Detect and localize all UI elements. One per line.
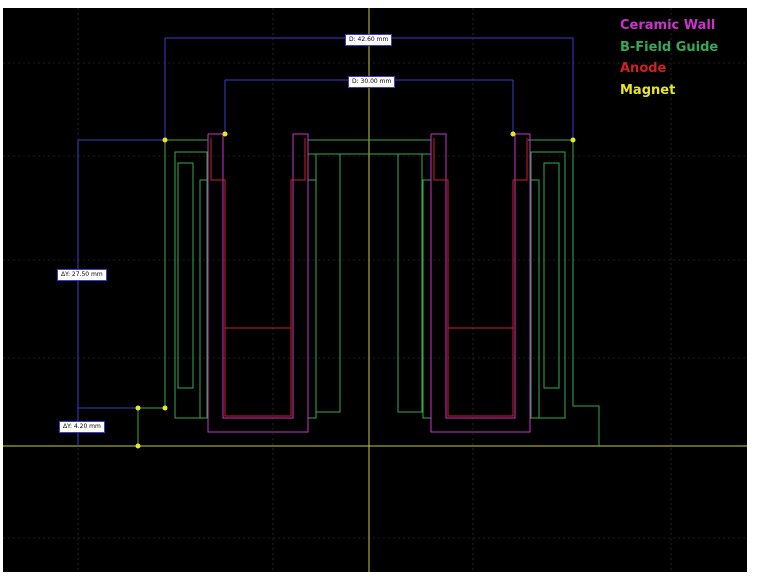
legend-magnet: Magnet xyxy=(620,83,676,98)
outer-diameter-label: D: 42.60 mm xyxy=(345,34,393,46)
inner-diameter-label: D: 30.00 mm xyxy=(348,76,396,88)
dimension-lines xyxy=(77,37,574,446)
base-offset-label: ΔY: 4.20 mm xyxy=(59,421,105,433)
legend-anode: Anode xyxy=(620,61,667,76)
magnet-vertices xyxy=(135,131,576,449)
cad-viewport[interactable]: D: 42.60 mm D: 30.00 mm ΔY: 27.50 mm ΔY:… xyxy=(3,8,747,572)
legend-ceramic-wall: Ceramic Wall xyxy=(620,18,716,33)
grid xyxy=(3,8,747,572)
anode xyxy=(210,138,528,417)
legend-b-field-guide: B-Field Guide xyxy=(620,40,719,55)
height-label: ΔY: 27.50 mm xyxy=(57,269,107,281)
